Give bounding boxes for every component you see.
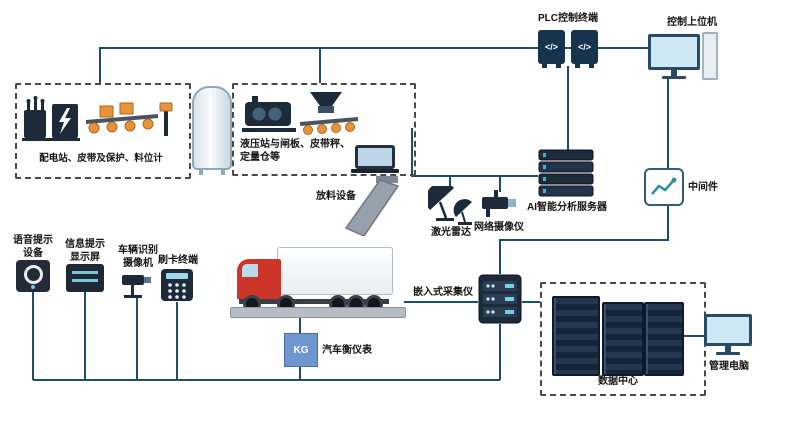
laptop-icon [351,145,399,173]
host-tower-icon [702,32,718,80]
generator-icon [242,94,296,141]
truck-icon [233,243,401,315]
belt-scale-icon [298,92,362,147]
info-screen-label: 信息提示 显示屏 [65,239,105,263]
monitor-stand [671,70,677,76]
server-rack-icon [644,302,684,376]
voice-device-label: 语音提示 设备 [13,235,53,259]
discharge-chute-icon [340,176,400,241]
server-rack-icon [602,302,644,376]
speaker-ring [23,265,43,284]
power-station-group-label: 配电站、皮带及保护、料位计 [39,153,163,164]
transformer-icon [22,92,82,149]
kg-indicator-box: KG [284,333,318,367]
conveyor-belt-icon [84,96,176,147]
plc-device-icon: </> [571,30,598,68]
monitor-screen [704,314,752,346]
lidar-label: 激光雷达 [431,227,471,238]
weighbridge-platform [230,307,406,318]
management-pc-label: 管理电脑 [709,361,749,372]
truck-cab [237,259,281,299]
management-pc-icon [704,314,752,355]
monitor-stand [725,346,731,352]
voice-speaker-icon [16,260,50,292]
discharge-label: 放料设备 [316,191,356,202]
plc-code-glyph: </> [544,42,558,52]
laptop-screen [358,148,392,166]
power-station-group-box [15,83,191,179]
embedded-collector-label: 嵌入式采集仪 [413,287,473,298]
control-host-label: 控制上位机 [667,17,717,28]
monitor-base [662,76,686,79]
card-terminal-label: 刷卡终端 [158,255,198,266]
plc-code-glyph: </> [577,42,591,52]
hydraulic-group-label: 液压站与闸板、皮带秤、 定量仓等 [240,139,350,163]
vehicle-camera-label: 车辆识别 摄像机 [118,245,158,269]
monitor-base [716,352,740,355]
plc-device-icon: </> [538,30,565,68]
vehicle-camera-icon [120,270,156,305]
card-terminal-icon [160,268,194,307]
network-camera-icon [480,190,518,225]
embedded-collector-icon [478,274,522,329]
control-host-monitor-icon [648,34,700,79]
truck-scale-label: 汽车衡仪表 [322,345,372,356]
display-screen-icon [66,264,104,292]
lidar-icon [425,182,476,231]
truck-windshield [242,264,258,277]
middleware-label: 中间件 [688,182,718,193]
silo-icon [192,86,232,175]
server-rack-icon [552,296,600,376]
truck-chassis [239,299,389,304]
ai-server-icon [536,148,596,205]
ai-server-label: AI智能分析服务器 [527,202,607,213]
truck-trailer [277,247,393,295]
hydraulic-group-box [232,83,416,176]
middleware-icon [644,168,684,206]
plc-terminal-label: PLC控制终端 [538,13,598,24]
kg-text: KG [293,344,309,356]
network-camera-label: 网络摄像仪 [474,222,524,233]
data-center-label: 数据中心 [598,376,638,387]
monitor-screen [648,34,700,70]
